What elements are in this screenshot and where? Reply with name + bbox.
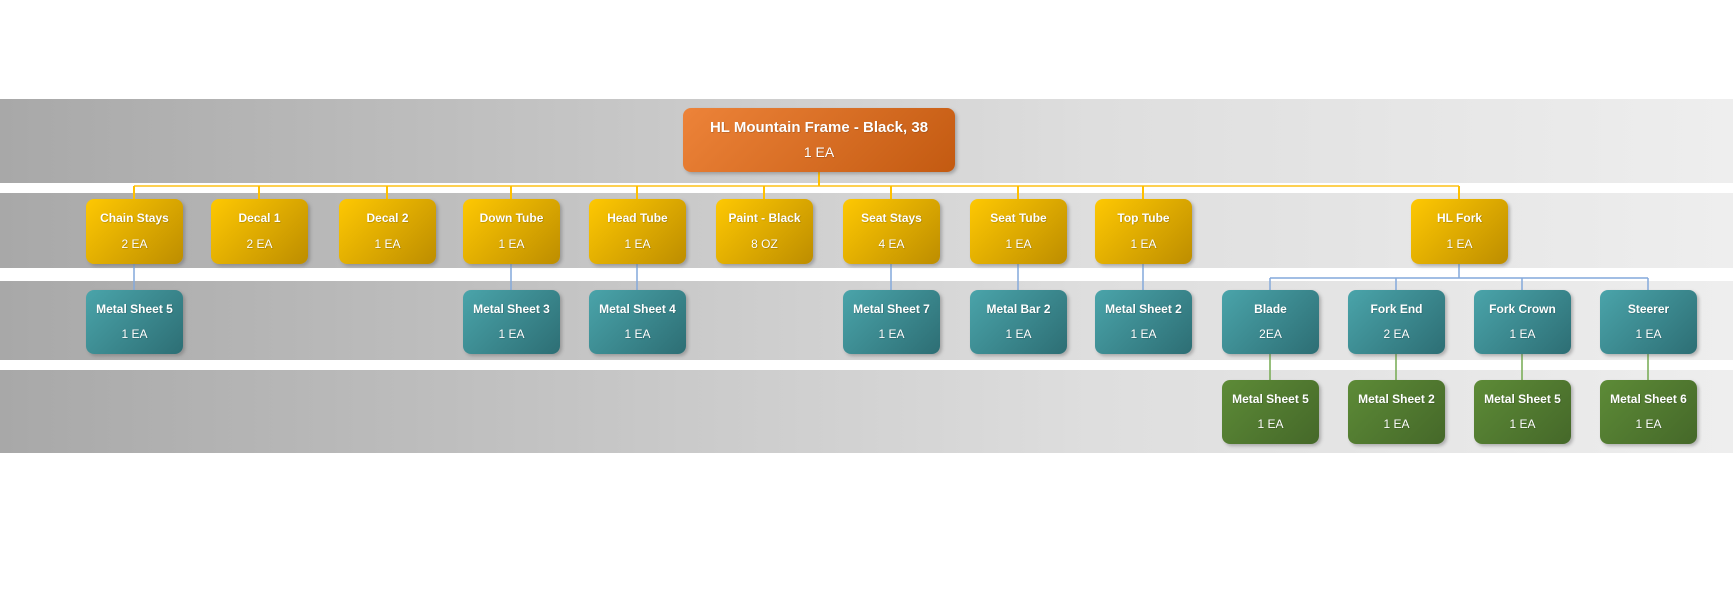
node-qty: 1 EA <box>498 237 525 251</box>
node-qty: 2 EA <box>121 237 148 251</box>
node-name: Metal Sheet 7 <box>853 301 930 316</box>
node-chain-stays[interactable]: Chain Stays 2 EA <box>86 199 183 264</box>
node-metal-sheet-4[interactable]: Metal Sheet 4 1 EA <box>589 290 686 354</box>
node-seat-tube[interactable]: Seat Tube 1 EA <box>970 199 1067 264</box>
node-qty: 2 EA <box>246 237 273 251</box>
node-name: Paint - Black <box>728 211 801 225</box>
node-hl-mountain-frame[interactable]: HL Mountain Frame - Black, 38 1 EA <box>683 108 955 172</box>
node-down-tube[interactable]: Down Tube 1 EA <box>463 199 560 264</box>
node-qty: 1 EA <box>1130 237 1157 251</box>
node-qty: 4 EA <box>878 237 905 251</box>
node-name: Metal Sheet 2 <box>1358 391 1435 406</box>
node-top-tube[interactable]: Top Tube 1 EA <box>1095 199 1192 264</box>
node-name: Metal Sheet 5 <box>1232 391 1309 406</box>
node-qty: 8 OZ <box>751 237 778 251</box>
node-name: HL Mountain Frame - Black, 38 <box>709 118 929 136</box>
connector-hl-fork-children <box>1269 264 1649 290</box>
node-name: Down Tube <box>479 211 544 225</box>
node-qty: 1 EA <box>1635 417 1662 432</box>
node-name: Metal Sheet 6 <box>1610 391 1687 406</box>
node-name: Head Tube <box>607 211 668 225</box>
node-name: Metal Sheet 4 <box>599 301 676 316</box>
node-name: Top Tube <box>1117 211 1170 225</box>
node-qty: 1 EA <box>1635 327 1662 342</box>
node-qty: 1 EA <box>803 144 835 161</box>
node-qty: 1 EA <box>1446 237 1473 251</box>
node-metal-sheet-7[interactable]: Metal Sheet 7 1 EA <box>843 290 940 354</box>
node-name: Steerer <box>1627 301 1670 316</box>
node-qty: 1 EA <box>624 327 651 342</box>
node-head-tube[interactable]: Head Tube 1 EA <box>589 199 686 264</box>
node-qty: 1 EA <box>878 327 905 342</box>
node-name: Chain Stays <box>100 211 169 225</box>
node-fork-crown[interactable]: Fork Crown 1 EA <box>1474 290 1571 354</box>
node-steerer[interactable]: Steerer 1 EA <box>1600 290 1697 354</box>
node-qty: 1 EA <box>374 237 401 251</box>
node-metal-sheet-2-fork-end[interactable]: Metal Sheet 2 1 EA <box>1348 380 1445 444</box>
node-decal-1[interactable]: Decal 1 2 EA <box>211 199 308 264</box>
node-seat-stays[interactable]: Seat Stays 4 EA <box>843 199 940 264</box>
node-qty: 1 EA <box>1257 417 1284 432</box>
node-qty: 1 EA <box>1509 417 1536 432</box>
node-qty: 1 EA <box>1130 327 1157 342</box>
node-name: Metal Sheet 5 <box>96 301 173 316</box>
node-name: Fork Crown <box>1489 301 1556 316</box>
node-name: Seat Tube <box>990 211 1047 225</box>
node-qty: 1 EA <box>1509 327 1536 342</box>
node-qty: 1 EA <box>1005 237 1032 251</box>
node-name: HL Fork <box>1436 211 1483 225</box>
node-metal-sheet-5-blade[interactable]: Metal Sheet 5 1 EA <box>1222 380 1319 444</box>
node-name: Fork End <box>1370 301 1423 316</box>
node-metal-bar-2[interactable]: Metal Bar 2 1 EA <box>970 290 1067 354</box>
node-qty: 1 EA <box>121 327 148 342</box>
node-name: Metal Sheet 5 <box>1484 391 1561 406</box>
node-name: Seat Stays <box>861 211 922 225</box>
node-name: Metal Bar 2 <box>986 301 1051 316</box>
node-qty: 1 EA <box>624 237 651 251</box>
node-metal-sheet-2[interactable]: Metal Sheet 2 1 EA <box>1095 290 1192 354</box>
connector-level1-children <box>133 264 1144 290</box>
node-qty: 1 EA <box>1005 327 1032 342</box>
node-metal-sheet-5-chain-stays[interactable]: Metal Sheet 5 1 EA <box>86 290 183 354</box>
node-metal-sheet-6-steerer[interactable]: Metal Sheet 6 1 EA <box>1600 380 1697 444</box>
node-metal-sheet-3[interactable]: Metal Sheet 3 1 EA <box>463 290 560 354</box>
node-name: Decal 1 <box>238 211 281 225</box>
node-blade[interactable]: Blade 2EA <box>1222 290 1319 354</box>
node-metal-sheet-5-fork-crown[interactable]: Metal Sheet 5 1 EA <box>1474 380 1571 444</box>
connector-root-stubs <box>133 172 1460 199</box>
node-hl-fork[interactable]: HL Fork 1 EA <box>1411 199 1508 264</box>
node-qty: 2EA <box>1259 327 1282 342</box>
node-qty: 1 EA <box>498 327 525 342</box>
node-qty: 1 EA <box>1383 417 1410 432</box>
node-paint-black[interactable]: Paint - Black 8 OZ <box>716 199 813 264</box>
node-name: Decal 2 <box>366 211 409 225</box>
node-qty: 2 EA <box>1383 327 1410 342</box>
connector-level2-children <box>1269 354 1649 380</box>
node-fork-end[interactable]: Fork End 2 EA <box>1348 290 1445 354</box>
node-decal-2[interactable]: Decal 2 1 EA <box>339 199 436 264</box>
node-name: Blade <box>1254 301 1287 316</box>
node-name: Metal Sheet 2 <box>1105 301 1182 316</box>
node-name: Metal Sheet 3 <box>473 301 550 316</box>
